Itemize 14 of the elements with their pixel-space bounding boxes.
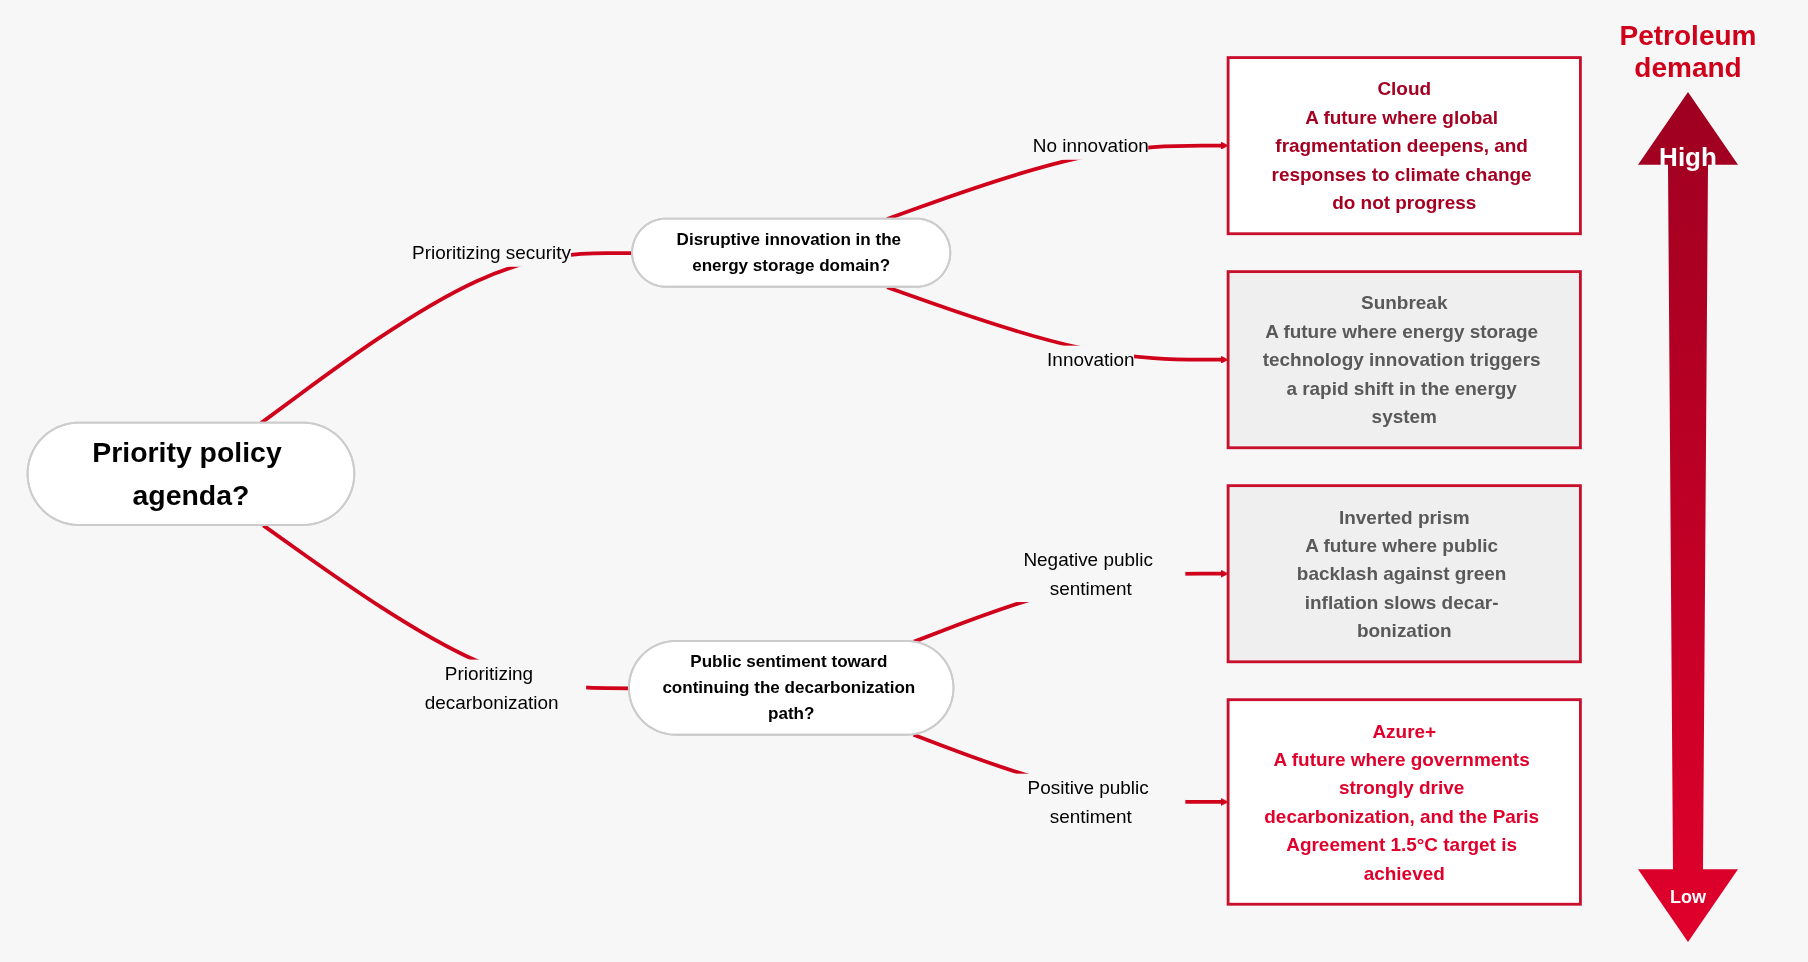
axis-title: Petroleum demand	[1618, 20, 1758, 84]
edge-label: Positive public sentiment	[1027, 777, 1149, 827]
scale-label: High	[1658, 142, 1718, 173]
edge-label: Innovation	[1047, 349, 1135, 371]
flowchart-drawing: Prioritizing security Prioritizing decarbonization No innovation Innovation Negative public sentiment Positive public sentiment Priority policy agenda? Disruptive innovation in the energy storage domain? Public sentiment toward continuing the decarbonization path? Cloud A future where global fragmentation deepens, and responses to climate change do not progress Sunbreak A future where energy storage technology innovation triggers a rapid shift in the energy system Inverted prism A future where public backlash against green inflation slows decar- bonization Azure+ A future where governments strongly drive decarbonization, and the Paris Agreement 1.5°C target is achieved	[20, 50, 1588, 912]
node-box	[1226, 270, 1582, 450]
edge-label: No innovation	[1032, 135, 1149, 157]
scale-label: Low	[1669, 887, 1707, 908]
edge-label: Negative public sentiment	[1023, 549, 1153, 599]
node-box	[1226, 56, 1582, 236]
edge-label: Prioritizing decarbonization	[424, 663, 559, 713]
edge-label: Prioritizing security	[412, 242, 572, 264]
node-box	[1226, 698, 1582, 906]
node-box	[1226, 484, 1582, 664]
